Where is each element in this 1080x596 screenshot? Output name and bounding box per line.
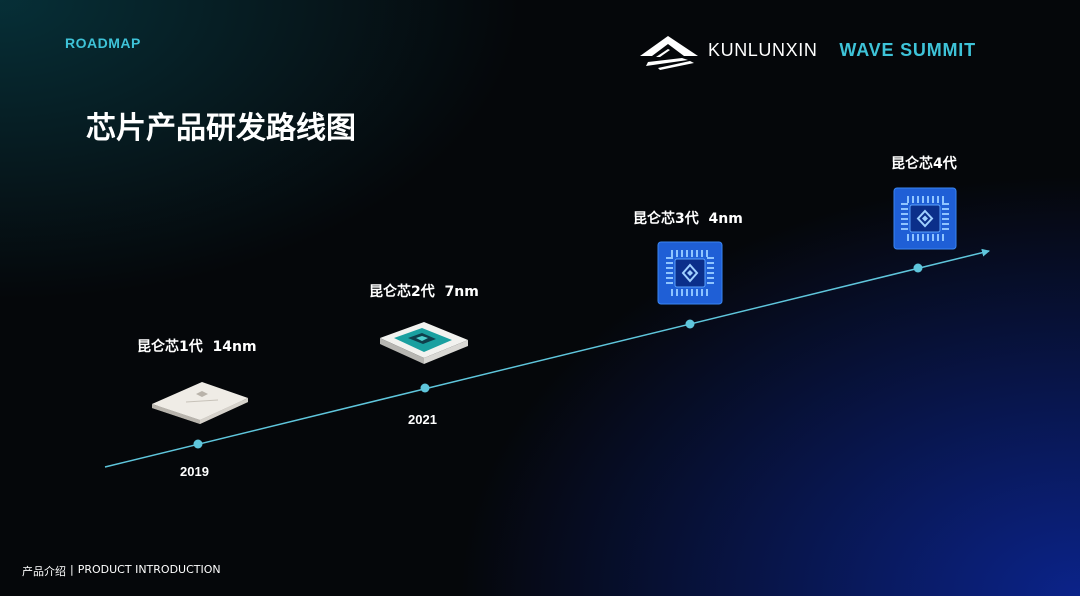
kunlunxin-logo-icon xyxy=(640,36,698,70)
milestone-label-gen4: 昆仑芯4代 xyxy=(891,156,957,172)
page-title: 芯片产品研发路线图 xyxy=(86,111,356,146)
brand-name: KUNLUNXIN xyxy=(708,39,818,60)
header-logos: KUNLUNXIN WAVE SUMMIT xyxy=(638,30,976,70)
timeline-node xyxy=(685,319,695,329)
chip-gen3-icon xyxy=(657,241,723,305)
chip-gen1-icon xyxy=(152,382,248,424)
timeline-node xyxy=(913,263,923,273)
timeline-node xyxy=(420,383,430,393)
year-label-2021: 2021 xyxy=(408,412,437,427)
chip-gen2-icon xyxy=(380,322,468,364)
section-tag: ROADMAP xyxy=(65,35,141,51)
year-label-2019: 2019 xyxy=(180,464,209,479)
timeline-node xyxy=(193,439,203,449)
milestone-label-gen2: 昆仑芯2代 7nm xyxy=(369,284,479,300)
footer-section-en: PRODUCT INTRODUCTION xyxy=(77,563,221,576)
footer-separator: | xyxy=(70,563,74,576)
timeline-line xyxy=(104,248,990,468)
footer: 产品介绍 | PRODUCT INTRODUCTION xyxy=(22,563,221,579)
milestone-label-gen3: 昆仑芯3代 4nm xyxy=(633,211,743,227)
chip-gen4-icon xyxy=(893,187,957,250)
milestone-label-gen1: 昆仑芯1代 14nm xyxy=(137,339,257,355)
event-name: WAVE SUMMIT xyxy=(839,39,976,60)
footer-section-cn: 产品介绍 xyxy=(22,565,66,578)
